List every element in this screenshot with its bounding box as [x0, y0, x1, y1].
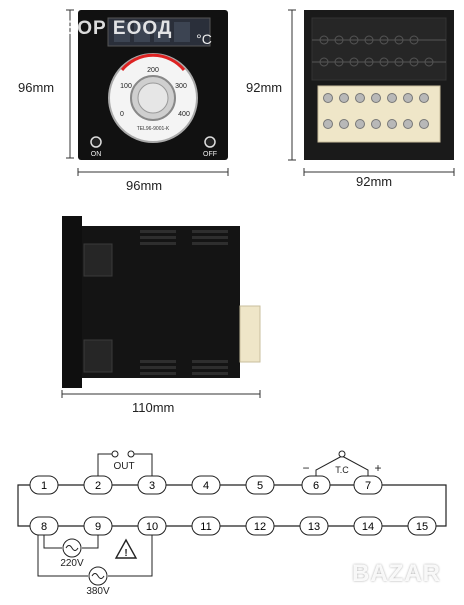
front-panel-drawing: °C 0 100 200 300 400 TEL96-9001-K ON OFF [66, 9, 229, 176]
side-clip-bottom [83, 339, 113, 373]
dial-red-arc [120, 53, 186, 71]
left-loop-wire [17, 484, 30, 527]
terminals-bottom-row: 8 9 10 11 12 13 14 15 [29, 516, 437, 536]
side-front-bezel [62, 216, 82, 388]
terminal-5-icon [245, 475, 275, 495]
terminal-label: 6 [313, 480, 319, 492]
terminal-14-icon [353, 516, 383, 536]
side-terminal-block [239, 305, 261, 363]
model-label: TEL96-9001-K [137, 126, 170, 132]
on-label: ON [91, 151, 102, 158]
side-drawing [61, 216, 261, 398]
v220-label: 220V [60, 558, 84, 569]
right-loop-wire [382, 484, 447, 527]
terminal-label: 11 [200, 521, 211, 533]
front-view: °C 0 100 200 300 400 TEL96-9001-K ON OFF [60, 0, 250, 190]
tc-minus-label: − [302, 461, 309, 475]
side-view [54, 208, 274, 418]
terminal-label: 1 [41, 480, 47, 492]
out-switch-wire-right [134, 453, 153, 478]
back-width-label: 92mm [356, 174, 393, 189]
terminal-label: 4 [203, 480, 209, 492]
wiring-drawing: OUT T.C − + 1 2 3 4 5 6 7 8 [17, 450, 447, 597]
tc-label: T.C [335, 465, 349, 475]
supply-220-wire-right [82, 535, 99, 549]
terminal-12-icon [245, 516, 275, 536]
side-vent-top [140, 230, 228, 245]
dial-label: 400 [178, 111, 190, 118]
supply-220-wire-left [43, 535, 62, 549]
terminal-label: 3 [149, 480, 155, 492]
terminal-3-icon [137, 475, 167, 495]
display-digits [114, 22, 190, 42]
back-label-area [311, 17, 447, 81]
wiring-diagram: OUT T.C − + 1 2 3 4 5 6 7 8 [0, 440, 464, 600]
dial-knob-cap [137, 82, 169, 114]
terminal-label: 15 [416, 521, 428, 533]
warning-symbol: ! [124, 548, 127, 559]
dial-label: 200 [147, 67, 159, 74]
dial-label: 100 [120, 83, 132, 90]
terminal-label: 12 [254, 521, 266, 533]
ac-wave-380-icon [91, 573, 105, 579]
tc-junction-icon [338, 450, 346, 458]
terminal-label: 8 [41, 521, 47, 533]
front-height-label: 96mm [18, 80, 55, 95]
terminal-15-icon [407, 516, 437, 536]
v380-label: 380V [86, 586, 110, 597]
out-label: OUT [113, 461, 134, 472]
terminal-screws-bottom [323, 119, 429, 129]
ac-wave-220-icon [65, 545, 79, 551]
terminal-label: 5 [257, 480, 263, 492]
terminal-label: 7 [365, 480, 371, 492]
terminal-2-icon [83, 475, 113, 495]
back-wiring-print [312, 35, 446, 67]
back-view [284, 0, 464, 190]
terminal-label: 14 [362, 521, 374, 533]
warning-icon [114, 538, 138, 559]
dial-label: 0 [120, 111, 124, 118]
terminal-13-icon [299, 516, 329, 536]
terminal-label: 13 [308, 521, 320, 533]
terminal-label: 2 [95, 480, 101, 492]
terminal-screws-top [323, 93, 429, 103]
side-clip-top [83, 243, 113, 277]
terminal-6-icon [301, 475, 331, 495]
terminal-11-icon [191, 516, 221, 536]
terminal-4-icon [191, 475, 221, 495]
terminal-label: 10 [146, 521, 158, 533]
terminal-7-icon [353, 475, 383, 495]
off-label: OFF [203, 151, 217, 158]
off-indicator-icon [204, 136, 216, 148]
terminal-label: 9 [95, 521, 101, 533]
supply-380-wire-right [108, 535, 153, 577]
unit-label: °C [196, 31, 212, 47]
bazar-watermark: BAZAR [352, 560, 441, 587]
out-switch-wire-left [97, 453, 112, 478]
terminal-1-icon [29, 475, 59, 495]
back-panel-drawing [288, 9, 455, 176]
side-depth-label: 110mm [132, 400, 175, 415]
supply-380-wire-left [37, 535, 88, 577]
back-height-label: 92mm [246, 80, 283, 95]
side-vent-bottom [140, 360, 228, 375]
dial-label: 300 [175, 83, 187, 90]
out-contact-icon [127, 450, 135, 458]
out-contact-icon [111, 450, 119, 458]
terminals-top-row: 1 2 3 4 5 6 7 [29, 475, 383, 495]
watermark: АЛЕВОР ЕООД [20, 18, 173, 39]
on-indicator-icon [90, 136, 102, 148]
tc-plus-label: + [374, 461, 381, 475]
front-width-label: 96mm [126, 178, 163, 193]
